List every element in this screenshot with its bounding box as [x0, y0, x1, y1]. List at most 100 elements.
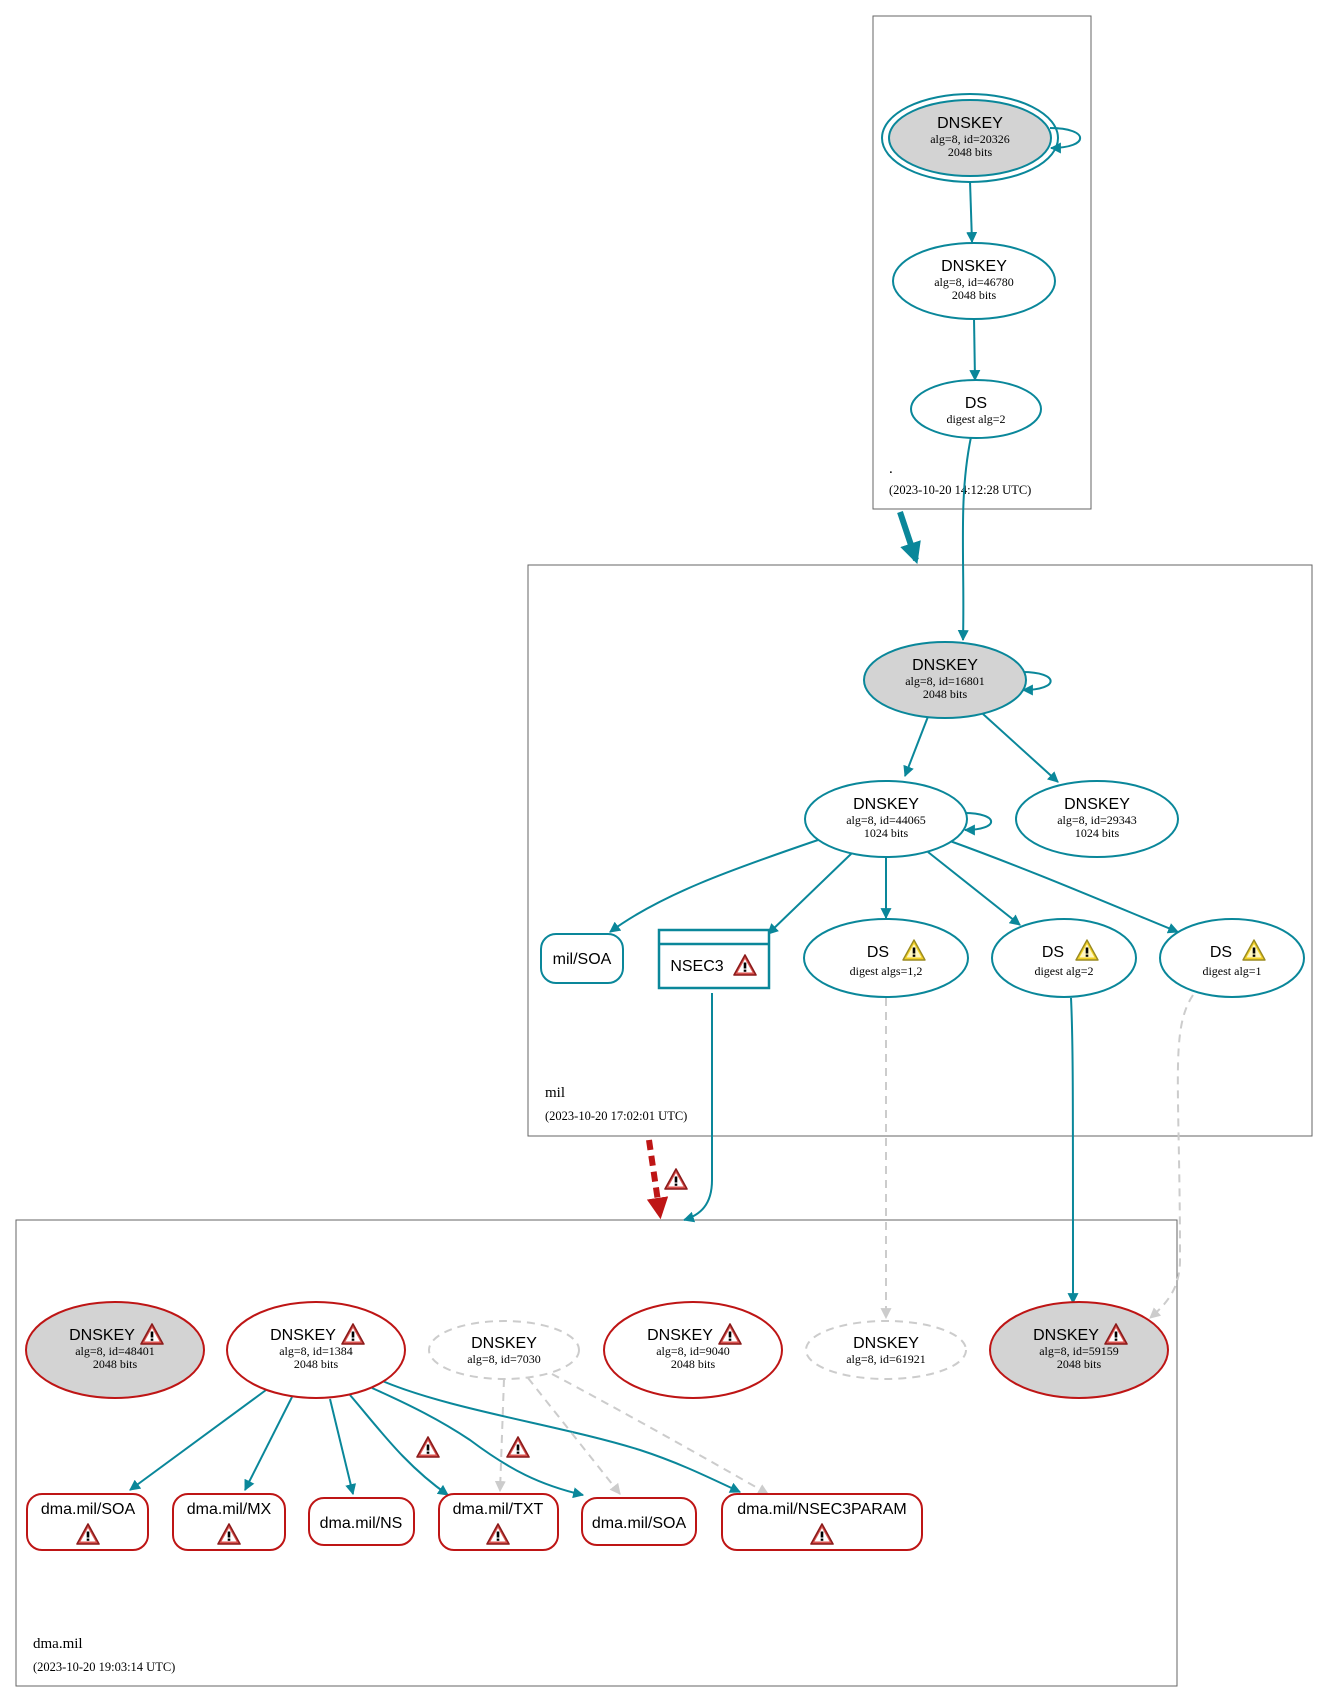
- node-title: DNSKEY: [270, 1327, 336, 1344]
- node-title: DNSKEY: [647, 1327, 713, 1344]
- node-digest: digest alg=2: [1034, 964, 1093, 978]
- node-title: dma.mil/SOA: [592, 1515, 687, 1532]
- delegation-error-icon: [664, 1168, 688, 1190]
- edge-mil-ksk-self: [1021, 671, 1052, 696]
- zone-name-dma: dma.mil: [33, 1636, 83, 1652]
- edge-mil-zsk1-to-ds2: [927, 851, 1021, 926]
- node-alg-id: alg=8, id=29343: [1057, 813, 1137, 827]
- node-digest: digest algs=1,2: [850, 964, 923, 978]
- zone-box-dma: [15, 1219, 1178, 1687]
- node-alg-id: alg=8, id=61921: [846, 1352, 926, 1366]
- node-alg-id: alg=8, id=20326: [930, 132, 1010, 146]
- node-title: dma.mil/NS: [320, 1515, 403, 1532]
- node-dma-soa-1[interactable]: dma.mil/SOA: [26, 1493, 149, 1551]
- edge-root-ksk-to-zsk: [966, 180, 978, 244]
- zone-name-mil: mil: [545, 1085, 565, 1101]
- node-alg-id: alg=8, id=46780: [934, 275, 1014, 289]
- node-dma-dnskey-59159[interactable]: DNSKEY alg=8, id=59159 2048 bits: [989, 1301, 1169, 1399]
- node-dma-dnskey-48401[interactable]: DNSKEY alg=8, id=48401 2048 bits: [25, 1301, 205, 1399]
- node-alg-id: alg=8, id=9040: [656, 1344, 730, 1358]
- node-alg-id: alg=8, id=16801: [905, 674, 985, 688]
- node-mil-soa[interactable]: mil/SOA: [540, 933, 624, 984]
- node-mil-ds-algs-1-2[interactable]: DS digest algs=1,2: [803, 918, 969, 998]
- node-dma-dnskey-7030[interactable]: DNSKEY alg=8, id=7030: [428, 1320, 580, 1380]
- edge-dma-k7030-to-txt: [494, 1378, 506, 1493]
- edge-dma-k1384-to-soa2: [371, 1387, 585, 1499]
- zone-timestamp-root: (2023-10-20 14:12:28 UTC): [889, 483, 1031, 497]
- edge-dma-k1384-to-mx: [244, 1396, 293, 1491]
- node-title: DNSKEY: [912, 657, 978, 674]
- edge-root-ksk-self: [1049, 127, 1082, 154]
- edge-mil-ds3-to-dma-k59159: [1149, 994, 1194, 1319]
- node-mil-ds-alg-1[interactable]: DS digest alg=1: [1159, 918, 1305, 998]
- node-root-ksk[interactable]: DNSKEY alg=8, id=20326 2048 bits: [881, 93, 1059, 183]
- node-digest: digest alg=1: [1202, 964, 1261, 978]
- zone-name-root: .: [889, 461, 893, 477]
- node-dma-soa-2[interactable]: dma.mil/SOA: [581, 1497, 697, 1546]
- edge-mil-zsk1-to-soa: [609, 839, 819, 933]
- node-bits: 1024 bits: [1075, 826, 1120, 840]
- node-dma-ns[interactable]: dma.mil/NS: [308, 1497, 415, 1546]
- node-mil-nsec3[interactable]: NSEC3: [657, 928, 771, 990]
- edge-mil-nsec3-to-dma: [682, 993, 713, 1223]
- edge-mil-ds2-to-dma-k59159: [1067, 997, 1079, 1305]
- node-root-ds[interactable]: DS digest alg=2: [910, 379, 1042, 439]
- node-title: dma.mil/MX: [187, 1501, 272, 1518]
- node-alg-id: alg=8, id=59159: [1039, 1344, 1119, 1358]
- node-title: mil/SOA: [553, 951, 612, 968]
- edge-mil-ksk-to-zsk1: [903, 713, 930, 778]
- node-title: DNSKEY: [853, 796, 919, 813]
- node-dma-dnskey-61921[interactable]: DNSKEY alg=8, id=61921: [805, 1320, 967, 1380]
- node-digest: digest alg=2: [946, 412, 1005, 426]
- edge-mil-zsk1-self: [963, 812, 993, 836]
- node-title: dma.mil/NSEC3PARAM: [737, 1501, 907, 1518]
- node-dma-mx[interactable]: dma.mil/MX: [172, 1493, 286, 1551]
- node-bits: 1024 bits: [864, 826, 909, 840]
- node-title: NSEC3: [670, 958, 723, 975]
- node-title: DS: [867, 944, 889, 961]
- edge-dma-k1384-to-nsec3param: [379, 1379, 741, 1493]
- edge-mil-zsk1-to-nsec3: [767, 852, 853, 935]
- node-bits: 2048 bits: [93, 1357, 138, 1371]
- node-dma-dnskey-1384[interactable]: DNSKEY alg=8, id=1384 2048 bits: [226, 1301, 406, 1399]
- edge-delegation-mil-to-dma: [646, 1139, 669, 1220]
- edge-dma-k7030-to-nsec3param: [551, 1373, 769, 1495]
- node-bits: 2048 bits: [948, 145, 993, 159]
- node-title: DNSKEY: [1033, 1327, 1099, 1344]
- edge-mil-zsk1-to-ds3: [949, 840, 1180, 934]
- node-mil-zsk-29343[interactable]: DNSKEY alg=8, id=29343 1024 bits: [1015, 780, 1179, 858]
- edge-dma-k1384-to-soa1: [129, 1389, 267, 1491]
- node-title: DNSKEY: [853, 1335, 919, 1352]
- node-title: DS: [1210, 944, 1232, 961]
- node-alg-id: alg=8, id=44065: [846, 813, 926, 827]
- node-title: dma.mil/TXT: [453, 1501, 544, 1518]
- edge-root-zsk-to-ds: [969, 317, 981, 382]
- node-dma-txt[interactable]: dma.mil/TXT: [438, 1493, 559, 1551]
- node-title: DNSKEY: [937, 115, 1003, 132]
- node-dma-dnskey-9040[interactable]: DNSKEY alg=8, id=9040 2048 bits: [603, 1301, 783, 1399]
- node-mil-ksk[interactable]: DNSKEY alg=8, id=16801 2048 bits: [863, 641, 1027, 719]
- node-title: dma.mil/SOA: [41, 1501, 136, 1518]
- node-title: DNSKEY: [1064, 796, 1130, 813]
- node-bits: 2048 bits: [923, 687, 968, 701]
- edge-dma-k7030-to-soa2: [527, 1377, 621, 1495]
- node-alg-id: alg=8, id=1384: [279, 1344, 353, 1358]
- node-mil-ds-alg-2[interactable]: DS digest alg=2: [991, 918, 1137, 998]
- node-alg-id: alg=8, id=48401: [75, 1344, 155, 1358]
- node-mil-zsk-44065[interactable]: DNSKEY alg=8, id=44065 1024 bits: [804, 780, 968, 858]
- node-title: DNSKEY: [471, 1335, 537, 1352]
- node-root-zsk[interactable]: DNSKEY alg=8, id=46780 2048 bits: [892, 242, 1056, 320]
- node-title: DS: [965, 395, 987, 412]
- node-title: DNSKEY: [69, 1327, 135, 1344]
- edge-mil-ksk-to-zsk2: [982, 713, 1059, 783]
- edge-dma-k1384-to-ns: [329, 1398, 357, 1496]
- node-title: DS: [1042, 944, 1064, 961]
- zone-timestamp-mil: (2023-10-20 17:02:01 UTC): [545, 1109, 687, 1123]
- node-title: DNSKEY: [941, 258, 1007, 275]
- node-dma-nsec3param[interactable]: dma.mil/NSEC3PARAM: [721, 1493, 923, 1551]
- node-alg-id: alg=8, id=7030: [467, 1352, 541, 1366]
- zone-timestamp-dma: (2023-10-20 19:03:14 UTC): [33, 1660, 175, 1674]
- node-bits: 2048 bits: [1057, 1357, 1102, 1371]
- node-bits: 2048 bits: [294, 1357, 339, 1371]
